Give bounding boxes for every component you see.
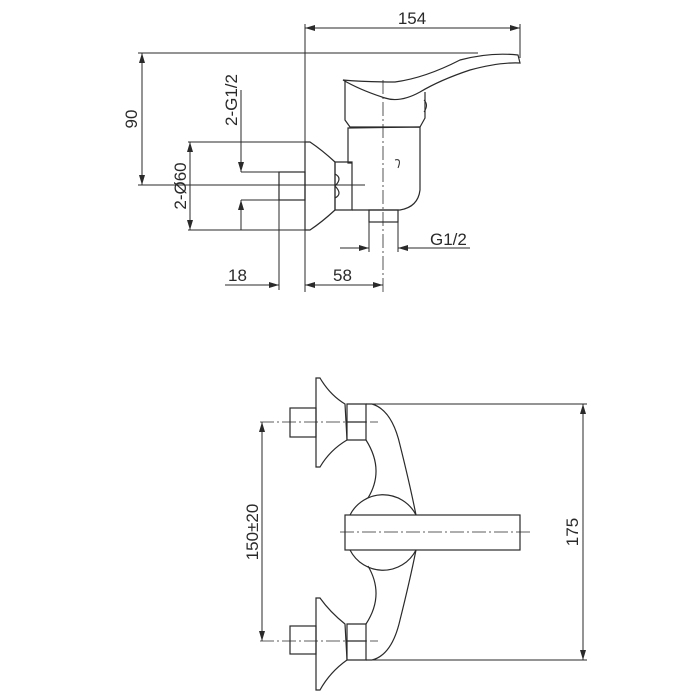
dim-label-flange: 2-Ø60 — [171, 162, 190, 209]
dim-label-center-distance: 150±20 — [243, 504, 262, 561]
wall-flange — [304, 141, 336, 231]
cap-screw — [423, 99, 427, 113]
dim-label-inlet: 2-G1/2 — [222, 74, 241, 126]
valve-body — [347, 126, 421, 211]
dim-label-90: 90 — [122, 110, 141, 129]
top-flange — [315, 377, 348, 468]
dim-label-175: 175 — [563, 518, 582, 546]
lever-handle — [342, 53, 521, 101]
bottom-inlet-pipe — [289, 625, 317, 655]
hex-nut — [334, 161, 353, 211]
front-view: 150±20 175 — [243, 377, 587, 691]
dim-label-58: 58 — [333, 266, 352, 285]
dim-label-outlet: G1/2 — [430, 230, 467, 249]
lever-cap — [344, 80, 426, 128]
bottom-hex-nut — [346, 623, 367, 661]
valve-body-waist — [365, 439, 377, 625]
lever-handle — [344, 514, 521, 551]
dim-label-18: 18 — [228, 266, 247, 285]
top-inlet-pipe — [289, 407, 317, 438]
body-detail — [394, 159, 400, 169]
inlet-pipe — [278, 171, 306, 201]
dim-label-154: 154 — [398, 9, 426, 28]
side-view: 154 90 2-Ø60 2-G1/2 — [122, 9, 521, 292]
outlet-pipe — [368, 209, 399, 223]
bottom-flange — [315, 597, 348, 691]
lever-hub — [349, 494, 417, 571]
valve-body-outline — [366, 403, 417, 661]
